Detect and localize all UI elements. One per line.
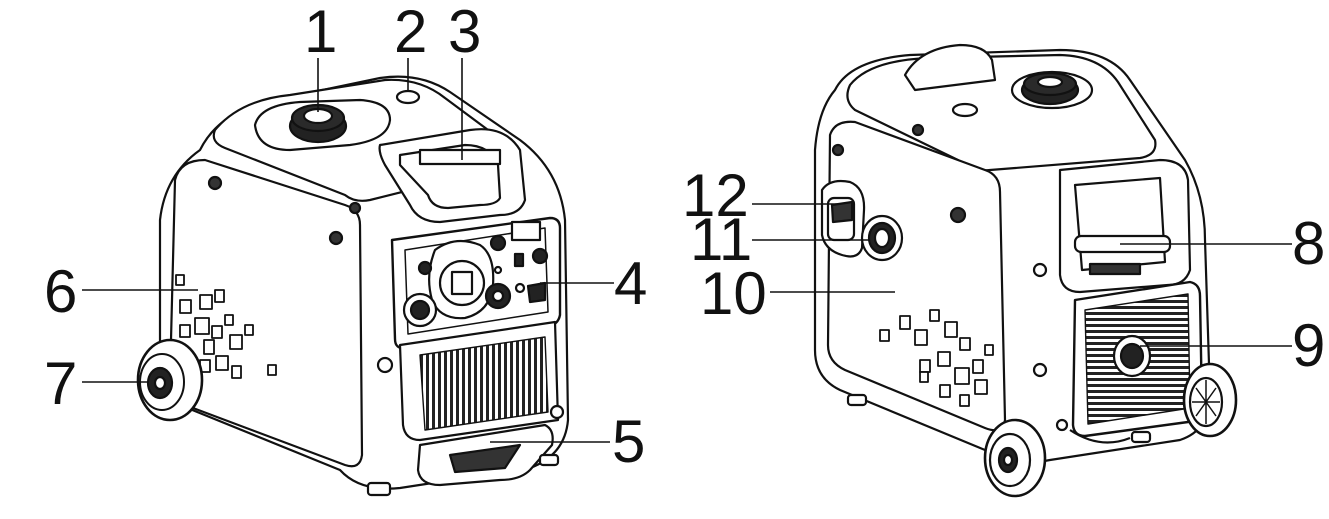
generator-front-view bbox=[136, 75, 570, 497]
front-grille bbox=[398, 320, 560, 442]
screw-hole bbox=[348, 201, 362, 215]
screw-hole bbox=[207, 175, 223, 191]
rear-handle bbox=[1058, 158, 1192, 294]
recoil-starter bbox=[820, 179, 866, 258]
fuel-cap bbox=[253, 98, 392, 152]
choke-knob bbox=[860, 214, 904, 262]
wheel-rear-left bbox=[983, 418, 1047, 498]
carry-handle bbox=[378, 128, 527, 224]
leader-lines bbox=[82, 58, 1292, 443]
wheel-rear-right bbox=[1182, 362, 1238, 438]
callout-12: 12 bbox=[682, 162, 749, 229]
callout-10: 10 bbox=[700, 260, 767, 327]
screw-hole bbox=[328, 230, 344, 246]
side-panel-6 bbox=[168, 158, 364, 468]
callout-6: 6 bbox=[44, 258, 78, 325]
top-handle-rear bbox=[903, 43, 997, 92]
callout-3: 3 bbox=[448, 0, 482, 65]
side-panel-vents bbox=[175, 274, 277, 379]
wheel-front bbox=[136, 338, 204, 422]
callout-2: 2 bbox=[394, 0, 428, 65]
rubber-foot bbox=[366, 481, 392, 497]
exhaust-grille bbox=[1071, 280, 1204, 438]
callout-7: 7 bbox=[44, 350, 78, 417]
side-panel-10 bbox=[826, 120, 1007, 432]
rubber-foot bbox=[538, 453, 560, 467]
vent-knob bbox=[395, 89, 421, 105]
callout-8: 8 bbox=[1292, 210, 1326, 277]
callout-5: 5 bbox=[612, 408, 646, 475]
generator-rear-view bbox=[813, 43, 1238, 498]
callout-1: 1 bbox=[304, 0, 338, 65]
side-panel-vents-rear bbox=[879, 309, 994, 407]
callout-9: 9 bbox=[1292, 312, 1326, 379]
callout-4: 4 bbox=[614, 250, 648, 317]
fuel-cap-rear bbox=[1010, 70, 1094, 110]
base-handle bbox=[416, 423, 554, 487]
callout-11: 11 bbox=[690, 206, 753, 273]
control-panel bbox=[390, 216, 562, 350]
